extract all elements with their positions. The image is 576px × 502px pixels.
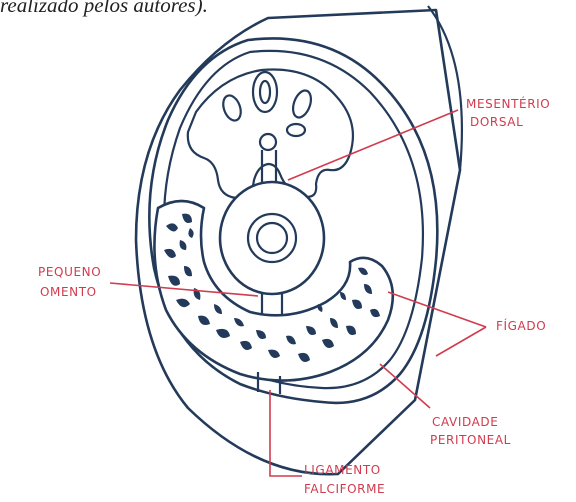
label-cavidade-line2: PERITONEAL	[430, 433, 511, 447]
label-mesenterio-line2: DORSAL	[470, 115, 523, 129]
label-pequeno-line2: OMENTO	[40, 285, 97, 299]
label-figado: FÍGADO	[496, 318, 546, 333]
label-mesenterio-line1: MESENTÉRIO	[466, 96, 550, 111]
label-ligamento-line1: LIGAMENTO	[304, 463, 381, 477]
leader-figado-2	[436, 327, 486, 356]
label-pequeno-line1: PEQUENO	[38, 265, 101, 279]
label-ligamento-line2: FALCIFORME	[304, 482, 385, 496]
label-cavidade-line1: CAVIDADE	[432, 415, 498, 429]
